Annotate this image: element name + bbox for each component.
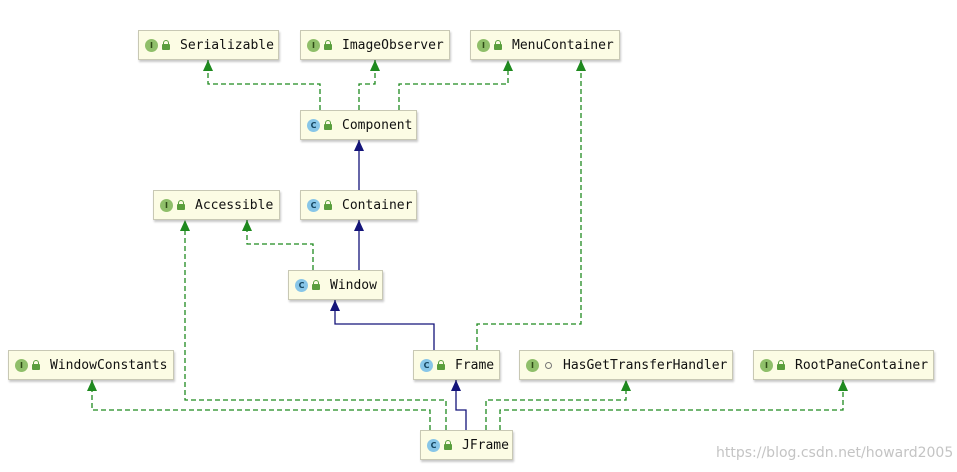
public-lock-icon <box>177 200 185 210</box>
arrowhead-icon <box>330 300 340 311</box>
implements-edge-component-to-menucontainer <box>398 60 513 110</box>
node-window[interactable]: C Window <box>288 270 383 300</box>
extends-edge-container-to-component <box>354 140 364 190</box>
node-label: WindowConstants <box>50 357 168 373</box>
arrowhead-icon <box>576 60 586 71</box>
node-hasgettransferhandler[interactable]: I HasGetTransferHandler <box>519 350 733 380</box>
edge-line <box>398 60 509 110</box>
edge-line <box>334 300 435 350</box>
class-badge-icon: C <box>427 438 440 452</box>
arrowhead-icon <box>180 220 190 231</box>
arrowhead-icon <box>503 60 513 71</box>
public-lock-icon <box>324 40 332 50</box>
edge-line <box>476 60 582 350</box>
node-component[interactable]: C Component <box>300 110 417 140</box>
node-label: MenuContainer <box>512 37 614 53</box>
edge-line <box>358 60 376 110</box>
public-lock-icon <box>494 40 502 50</box>
node-label: Frame <box>455 357 495 373</box>
node-label: JFrame <box>462 437 509 453</box>
arrowhead-icon <box>203 60 213 71</box>
arrowhead-icon <box>242 220 252 231</box>
public-lock-icon <box>324 120 332 130</box>
edge-line <box>499 380 844 430</box>
implements-edge-component-to-serializable <box>203 60 321 110</box>
class-badge-icon: C <box>307 198 320 212</box>
implements-edge-frame-to-menucontainer <box>476 60 586 350</box>
interface-badge-icon: I <box>15 358 28 372</box>
interface-badge-icon: I <box>307 38 320 52</box>
package-private-icon <box>545 361 552 369</box>
edge-line <box>455 380 467 430</box>
node-serializable[interactable]: I Serializable <box>138 30 279 60</box>
node-label: Component <box>342 117 413 133</box>
interface-badge-icon: I <box>160 198 173 212</box>
arrowhead-icon <box>621 380 631 391</box>
edge-line <box>485 380 627 430</box>
public-lock-icon <box>32 360 40 370</box>
public-lock-icon <box>162 40 170 50</box>
class-badge-icon: C <box>307 118 320 132</box>
implements-edge-jframe-to-rootpanecontainer <box>499 380 848 430</box>
class-badge-icon: C <box>295 278 308 292</box>
implements-edge-component-to-imageobserver <box>358 60 380 110</box>
interface-badge-icon: I <box>145 38 158 52</box>
interface-badge-icon: I <box>477 38 490 52</box>
node-label: RootPaneContainer <box>795 357 929 373</box>
arrowhead-icon <box>354 140 364 151</box>
public-lock-icon <box>312 280 320 290</box>
implements-edge-jframe-to-hasgettransferhandler <box>485 380 631 430</box>
extends-edge-frame-to-window <box>330 300 435 350</box>
edge-line <box>91 380 431 430</box>
node-accessible[interactable]: I Accessible <box>153 190 280 220</box>
node-label: HasGetTransferHandler <box>563 357 728 373</box>
arrowhead-icon <box>87 380 97 391</box>
implements-edge-jframe-to-windowconstants <box>87 380 431 430</box>
implements-edge-window-to-accessible <box>242 220 314 270</box>
class-badge-icon: C <box>420 358 433 372</box>
node-jframe[interactable]: C JFrame <box>420 430 513 460</box>
public-lock-icon <box>777 360 785 370</box>
public-lock-icon <box>444 440 452 450</box>
edge-line <box>207 60 321 110</box>
node-imageobserver[interactable]: I ImageObserver <box>300 30 450 60</box>
node-frame[interactable]: C Frame <box>413 350 500 380</box>
public-lock-icon <box>324 200 332 210</box>
interface-badge-icon: I <box>760 358 773 372</box>
node-rootpanecontainer[interactable]: I RootPaneContainer <box>753 350 934 380</box>
arrowhead-icon <box>838 380 848 391</box>
node-label: Container <box>342 197 413 213</box>
arrowhead-icon <box>451 380 461 391</box>
implements-edge-jframe-to-accessible <box>180 220 447 430</box>
node-container[interactable]: C Container <box>300 190 417 220</box>
watermark-text: https://blog.csdn.net/howard2005 <box>716 445 954 461</box>
extends-edge-jframe-to-frame <box>451 380 467 430</box>
interface-badge-icon: I <box>526 358 539 372</box>
arrowhead-icon <box>354 220 364 231</box>
node-label: ImageObserver <box>342 37 444 53</box>
node-label: Window <box>330 277 377 293</box>
extends-edge-window-to-container <box>354 220 364 270</box>
edge-line <box>184 220 447 430</box>
node-windowconstants[interactable]: I WindowConstants <box>8 350 174 380</box>
edge-line <box>246 220 314 270</box>
node-label: Serializable <box>180 37 274 53</box>
node-menucontainer[interactable]: I MenuContainer <box>470 30 620 60</box>
public-lock-icon <box>437 360 445 370</box>
arrowhead-icon <box>370 60 380 71</box>
node-label: Accessible <box>195 197 274 213</box>
